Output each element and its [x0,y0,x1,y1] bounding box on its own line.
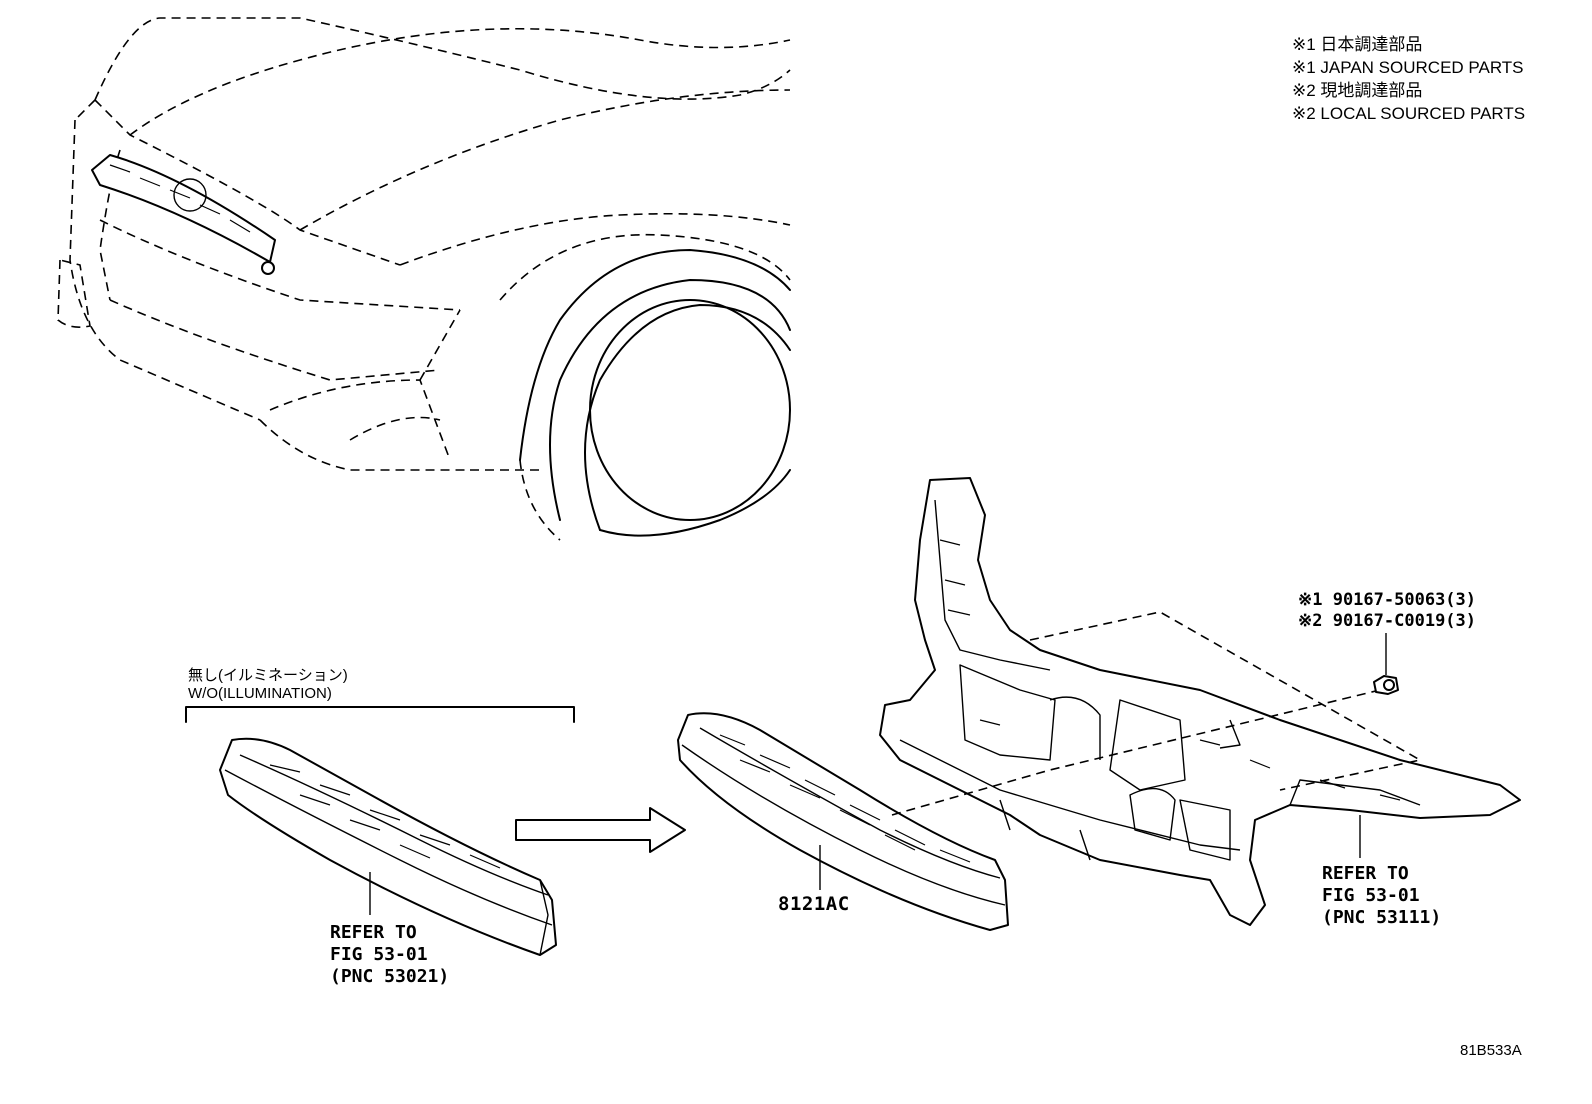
legend-line-3: ※2 現地調達部品 [1292,81,1423,100]
ref-left-line-1: REFER TO [330,922,417,943]
ref-right-line-3: (PNC 53111) [1322,907,1442,928]
ref-left-line-2: FIG 53-01 [330,944,428,965]
variant-label-jp: 無し(イルミネーション) [188,667,348,684]
ref-right-line-1: REFER TO [1322,863,1409,884]
bolt-part-number-2: ※2 90167-C0019(3) [1298,611,1477,631]
car-front-illustration [57,17,791,541]
legend-line-1: ※1 日本調達部品 [1292,35,1423,54]
left-absorber-part [219,737,557,956]
part-number-label: 8121AC [778,893,850,915]
assembly-lines [891,611,1423,816]
radiator-support-part [879,477,1521,926]
bolt-part-number-1: ※1 90167-50063(3) [1298,590,1477,610]
legend-line-2: ※1 JAPAN SOURCED PARTS [1292,58,1524,77]
bolt-part [1373,633,1399,695]
lamp-absorber-part [677,712,1009,931]
direction-arrow [515,807,686,853]
variant-bracket [185,706,575,723]
ref-left-line-3: (PNC 53021) [330,966,450,987]
variant-label-en: W/O(ILLUMINATION) [188,685,332,702]
legend-line-4: ※2 LOCAL SOURCED PARTS [1292,104,1526,123]
ref-right-line-2: FIG 53-01 [1322,885,1420,906]
figure-code: 81B533A [1460,1042,1522,1059]
